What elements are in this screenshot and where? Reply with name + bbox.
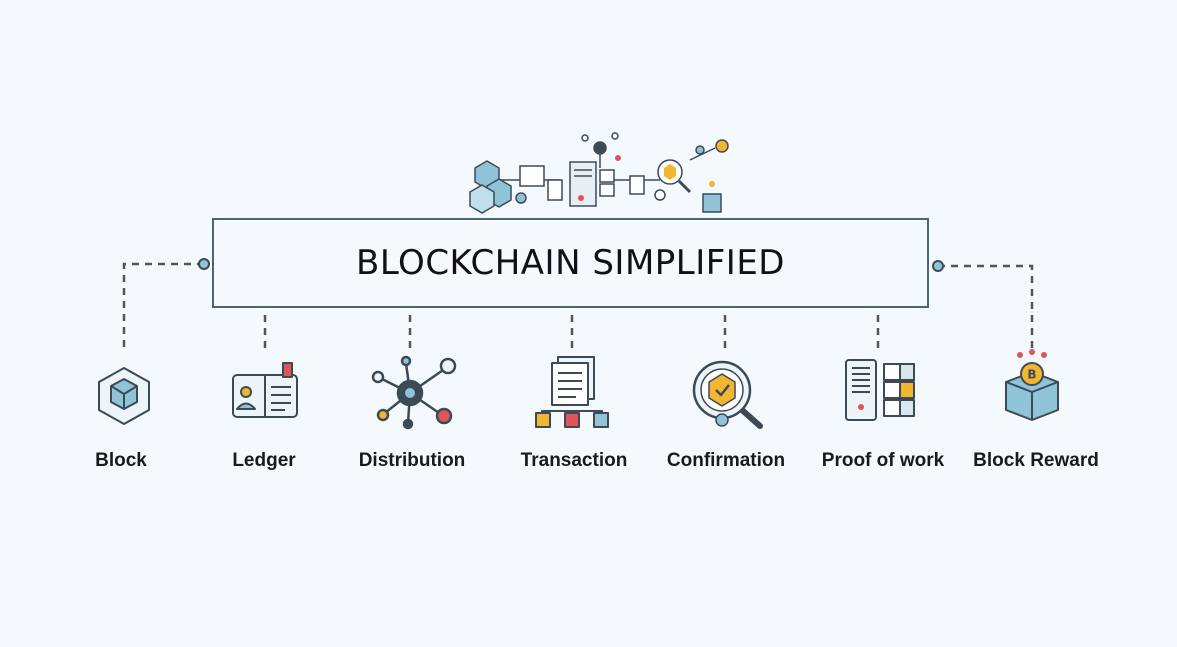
hero-illustration xyxy=(469,132,729,214)
transaction-flow-icon xyxy=(535,356,609,428)
label-distribution: Distribution xyxy=(358,450,466,471)
label-ledger: Ledger xyxy=(232,450,296,471)
label-proof-of-work: Proof of work xyxy=(821,450,945,471)
ledger-icon xyxy=(232,362,298,418)
network-nodes-icon xyxy=(371,355,457,430)
label-block-reward: Block Reward xyxy=(973,450,1099,471)
cube-icon xyxy=(98,367,150,425)
page-title: BLOCKCHAIN SIMPLIFIED xyxy=(356,243,785,283)
connector-right xyxy=(938,264,1034,348)
label-block: Block xyxy=(95,450,147,471)
connector-left xyxy=(122,262,204,348)
connector-dot-left xyxy=(198,258,210,270)
magnifier-check-icon xyxy=(692,360,763,429)
title-box: BLOCKCHAIN SIMPLIFIED xyxy=(212,218,929,308)
label-transaction: Transaction xyxy=(520,450,628,471)
svg-text:B: B xyxy=(1027,368,1036,382)
coin-box-icon: B xyxy=(1005,349,1059,421)
connector-dot-right xyxy=(932,260,944,272)
connectors xyxy=(122,262,1034,350)
label-confirmation: Confirmation xyxy=(666,450,786,471)
server-blocks-icon xyxy=(845,359,915,421)
